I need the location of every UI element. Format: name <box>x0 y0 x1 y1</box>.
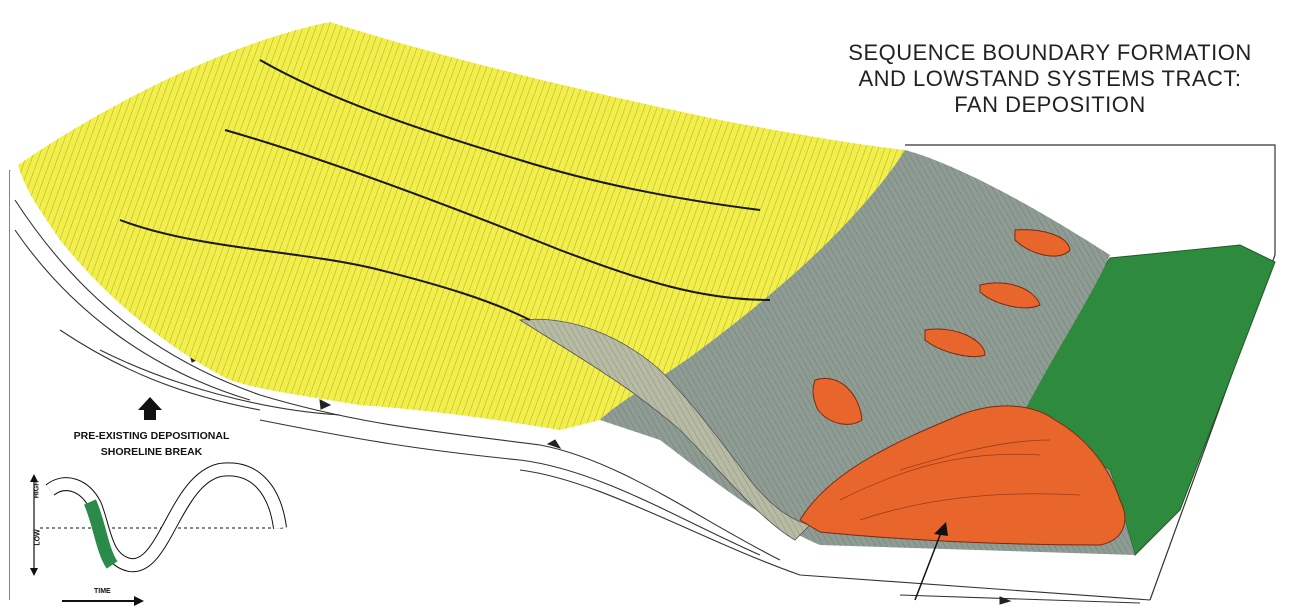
shoreline-break-line-2: SHORELINE BREAK <box>24 444 279 460</box>
inset-time-label: TIME <box>94 588 111 595</box>
title-line-1: SEQUENCE BOUNDARY FORMATION <box>800 40 1293 66</box>
inset-low-label: LOW <box>35 529 42 545</box>
inset-high-label: HIGH <box>33 481 40 499</box>
title-line-2: AND LOWSTAND SYSTEMS TRACT: <box>800 66 1293 92</box>
diagram-title: SEQUENCE BOUNDARY FORMATION AND LOWSTAND… <box>800 40 1293 118</box>
shoreline-break-label: PRE-EXISTING DEPOSITIONAL SHORELINE BREA… <box>24 428 279 460</box>
title-line-3: FAN DEPOSITION <box>800 92 1293 118</box>
shoreline-break-line-1: PRE-EXISTING DEPOSITIONAL <box>24 428 279 444</box>
